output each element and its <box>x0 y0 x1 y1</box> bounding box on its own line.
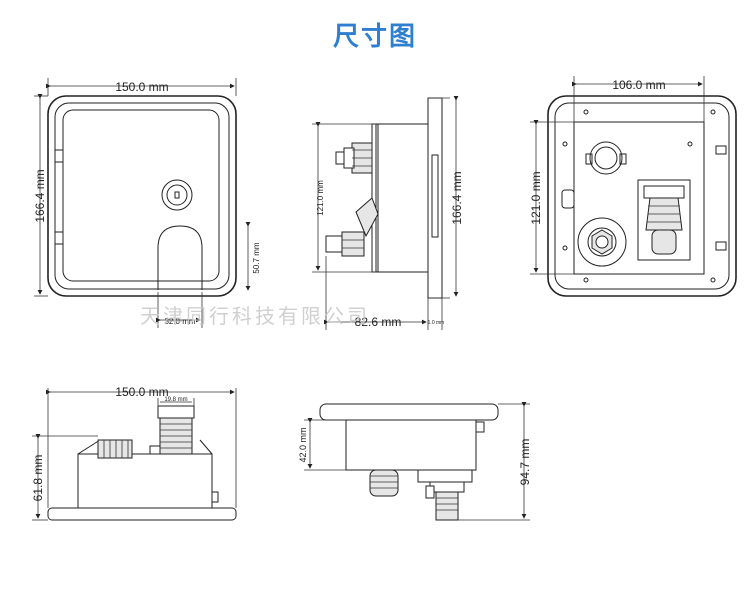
door-lock <box>161 179 193 211</box>
bottom-left-fitting <box>369 469 399 497</box>
side-body <box>375 123 429 273</box>
bottom-side-view: 42.0 mm 94.7 mm <box>298 402 532 521</box>
side-depth-label: 82.6 mm <box>355 315 402 329</box>
bottom-body-height-label: 42.0 mm <box>298 427 308 462</box>
bottom-total-height-label: 94.7 mm <box>518 439 532 486</box>
top-body <box>77 453 213 509</box>
side-lip-label: 1.0 mm <box>428 320 445 326</box>
side-view: 166.4 mm 121.0 mm 82.6 mm 1.0 mm <box>312 96 464 330</box>
back-width-label: 106.0 mm <box>612 78 665 92</box>
side-height-label: 166.4 mm <box>450 171 464 224</box>
bottom-right-fitting <box>417 469 473 521</box>
top-fitting-label: 19.8 mm <box>164 397 187 403</box>
back-height-label: 121.0 mm <box>529 171 543 224</box>
top-height-label: 61.8 mm <box>31 455 45 502</box>
top-left-fitting <box>97 439 133 459</box>
bottom-body <box>345 419 477 471</box>
front-height-label: 166.4 mm <box>33 169 47 222</box>
door-handle-recess <box>157 225 203 290</box>
door-width-label: 32.0 mm <box>164 317 195 326</box>
back-cap-fitting <box>589 141 623 175</box>
side-flange <box>427 97 443 299</box>
front-view: 150.0 mm 166.4 mm 50.7 mm 32.0 mm <box>33 78 261 328</box>
front-width-label: 150.0 mm <box>115 80 168 94</box>
top-right-fitting <box>149 405 195 455</box>
top-view: 150.0 mm 19.8 mm 61.8 mm <box>31 385 237 521</box>
door-height-label: 50.7 mm <box>252 242 261 273</box>
back-view: 106.0 mm 121.0 mm <box>529 76 737 297</box>
watermark: 天津同行科技有限公司 <box>140 304 370 328</box>
back-outer-frame <box>547 95 737 297</box>
front-outer-frame <box>47 95 237 297</box>
bottom-flange <box>319 403 499 421</box>
front-door-panel <box>62 109 220 282</box>
side-inner-height-label: 121.0 mm <box>316 180 325 216</box>
top-flange <box>47 507 237 521</box>
back-inlet-fitting <box>577 217 627 267</box>
page-title: 尺寸图 <box>332 22 417 52</box>
back-threaded-fitting <box>651 229 677 255</box>
top-width-label: 150.0 mm <box>115 385 168 399</box>
